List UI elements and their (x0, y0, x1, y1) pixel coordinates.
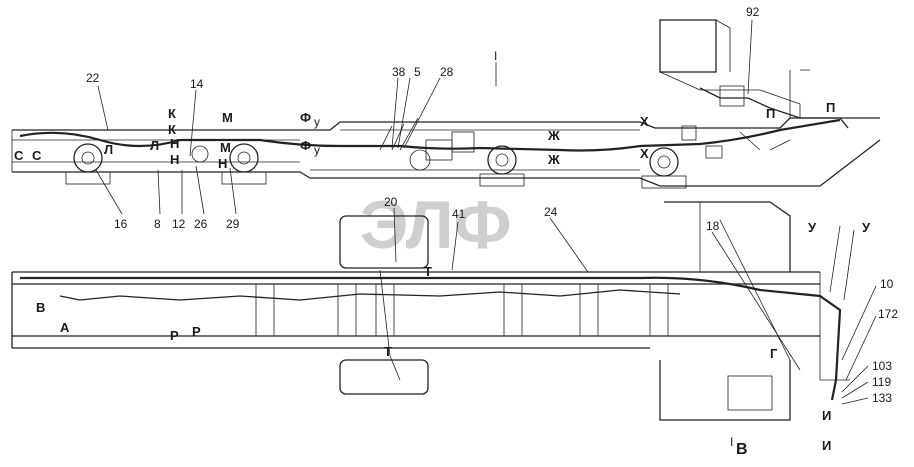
letter-zh-2: Ж (547, 152, 560, 167)
letter-t-2: Т (384, 344, 392, 359)
callout-41: 41 (452, 207, 466, 221)
callout-12: 12 (172, 217, 186, 231)
callout-20: 20 (384, 195, 398, 209)
callouts-lower: 20 41 24 18 10 172 103 119 133 (384, 195, 898, 405)
callout-i-upper: I (494, 49, 497, 63)
lower-cross-members (255, 283, 669, 337)
callout-172: 172 (878, 307, 898, 321)
section-mark-i: I (730, 435, 733, 449)
callouts-upper: 22 14 38 5 28 I 92 16 8 12 26 29 (86, 5, 760, 231)
watermark-text: ЭЛФ (360, 187, 512, 263)
callout-22: 22 (86, 71, 100, 85)
upper-frame-bottom-rail (12, 139, 881, 187)
letter-r-1: Р (170, 328, 179, 343)
letter-kh-2: Х (640, 146, 649, 161)
letter-f-2: Ф (300, 138, 311, 153)
letters-lower: В А Р Р Т Т У У Г И И I В (36, 220, 871, 458)
upper-main-harness (19, 118, 841, 152)
upper-frame-top-rail (12, 117, 880, 131)
callout-103: 103 (872, 359, 892, 373)
fuel-tank-bottom (339, 359, 429, 395)
letter-n-2: Н (170, 152, 179, 167)
letter-r-2: Р (192, 324, 201, 339)
cab-block (659, 19, 717, 73)
cab-outline-top (664, 201, 791, 272)
letter-l-1: Л (104, 142, 113, 157)
callout-5: 5 (414, 65, 421, 79)
lower-frame-rails (12, 271, 820, 349)
letter-n-3: Н (218, 156, 227, 171)
callout-24: 24 (544, 205, 558, 219)
letter-u-lower-1: У (808, 220, 817, 235)
callout-92: 92 (746, 5, 760, 19)
callout-14: 14 (190, 77, 204, 91)
callout-28: 28 (440, 65, 454, 79)
callout-16: 16 (114, 217, 128, 231)
upper-frame-view (11, 19, 881, 189)
letter-f-1: Ф (300, 110, 311, 125)
cab-outline-bottom (659, 360, 791, 421)
section-mark-v: В (736, 441, 748, 458)
letter-s-1: С (14, 148, 24, 163)
leader-lines (95, 19, 877, 405)
letter-t-1: Т (424, 264, 432, 279)
upper-wheel-hubs (65, 143, 687, 189)
callout-10: 10 (880, 277, 894, 291)
callout-26: 26 (194, 217, 208, 231)
letter-a: А (60, 320, 70, 335)
letter-i-1: И (822, 408, 831, 423)
callout-133: 133 (872, 391, 892, 405)
letter-m-2: М (220, 140, 231, 155)
letter-k-1: К (168, 106, 176, 121)
letter-p-1: П (766, 106, 775, 121)
callout-18: 18 (706, 219, 720, 233)
letter-i-2: И (822, 438, 831, 453)
callout-8: 8 (154, 217, 161, 231)
letter-k-2: К (168, 122, 176, 137)
lower-frame-view (11, 201, 855, 421)
callout-29: 29 (226, 217, 240, 231)
lower-main-harness (20, 276, 842, 401)
letters-upper: С С Л Л Н Н К К М М Н Ф у Ф у Ж Ж Х Х П … (14, 100, 835, 171)
letter-u-1: у (314, 115, 320, 129)
letter-g: Г (770, 346, 778, 361)
watermark: ЭЛФ (360, 187, 512, 263)
letter-kh-1: Х (640, 114, 649, 129)
letter-n-1: Н (170, 136, 179, 151)
letter-s-2: С (32, 148, 42, 163)
callout-38: 38 (392, 65, 406, 79)
letter-l-2: Л (150, 138, 159, 153)
letter-u-lower-2: У (862, 220, 871, 235)
letter-m-1: М (222, 110, 233, 125)
letter-zh-1: Ж (547, 128, 560, 143)
letter-v-1: В (36, 300, 45, 315)
letter-u-2: у (314, 143, 320, 157)
letter-p-2: П (826, 100, 835, 115)
fuel-tank-top (339, 215, 429, 269)
callout-119: 119 (872, 375, 891, 389)
